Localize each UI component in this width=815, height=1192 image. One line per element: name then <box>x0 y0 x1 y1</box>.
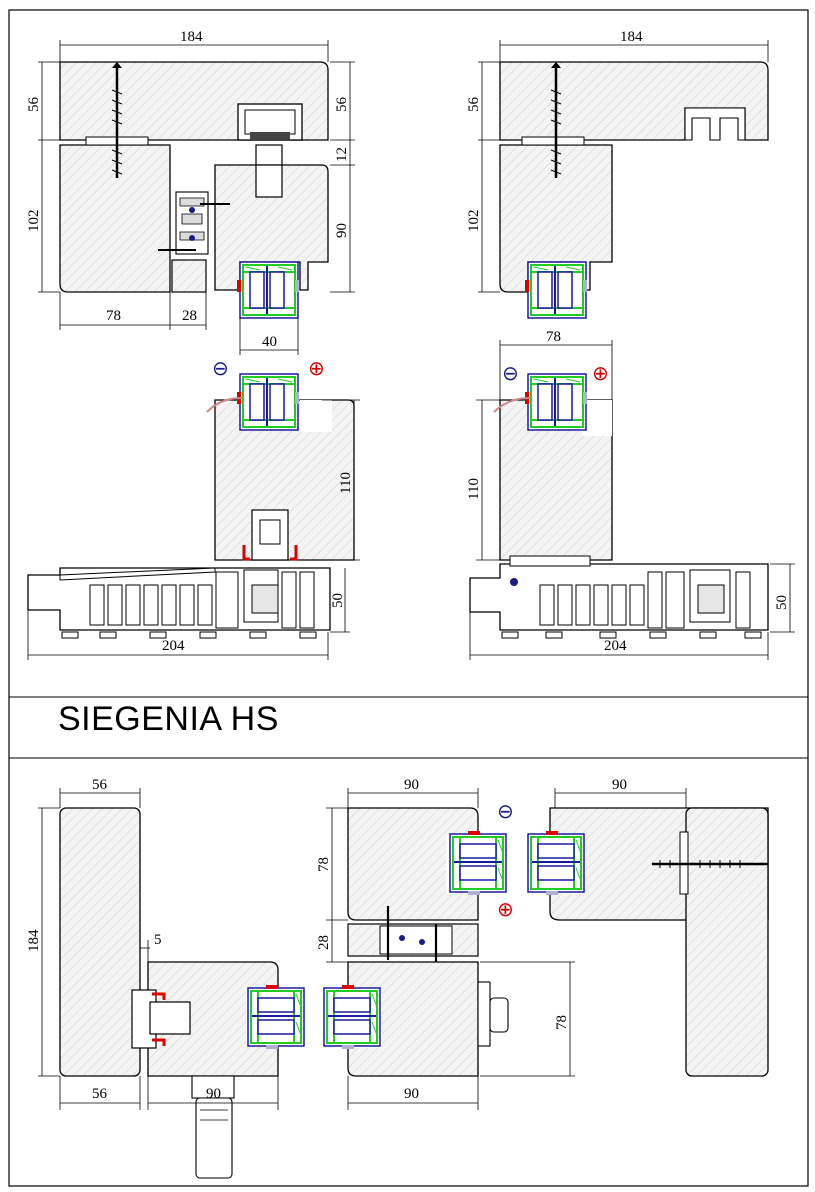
dim-height-56-right: 56 <box>334 97 350 113</box>
dim-height-12: 12 <box>334 147 350 162</box>
plus-symbol-right: ⊕ <box>592 361 609 385</box>
dim-width-5: 5 <box>154 932 162 948</box>
dim-width-184: 184 <box>180 29 203 45</box>
dim-width-78-right: 78 <box>546 329 561 345</box>
minus-symbol-right: ⊖ <box>502 361 519 385</box>
minus-symbol-bottom: ⊖ <box>497 799 514 823</box>
guide-block <box>255 164 283 198</box>
dim-height-50-right: 50 <box>774 595 790 610</box>
minus-symbol: ⊖ <box>212 356 229 380</box>
dim-width-56-bottom: 56 <box>92 1086 108 1102</box>
interlock-hardware-icon <box>379 906 453 982</box>
dim-height-78-upper: 78 <box>316 857 332 872</box>
dim-height-28: 28 <box>316 935 332 950</box>
lock-keeper <box>477 981 491 1047</box>
handle-icon <box>131 989 235 1179</box>
screw-icon <box>85 62 149 178</box>
dim-width-78: 78 <box>106 308 121 324</box>
glass-pane-middle-upper <box>449 830 507 896</box>
wall-block-left <box>59 144 171 293</box>
plus-symbol-bottom: ⊕ <box>497 897 514 921</box>
dim-width-90-top-right: 90 <box>612 777 627 793</box>
threshold-profile-right <box>469 555 769 639</box>
dim-width-90-bottom-mid: 90 <box>404 1086 419 1102</box>
sash-top-right <box>499 144 613 293</box>
glass-pane-top-right <box>524 261 588 319</box>
sash-middle-upper <box>347 807 479 921</box>
plus-symbol: ⊕ <box>308 356 325 380</box>
lock-hardware-icon <box>158 191 230 255</box>
wall-block-small <box>171 259 207 293</box>
dim-height-78-lower: 78 <box>554 1015 570 1030</box>
glass-pane-middle-lower <box>323 984 381 1050</box>
dim-height-50: 50 <box>330 593 346 608</box>
threshold-profile-left <box>27 567 331 639</box>
screw-icon-bottom <box>652 831 768 895</box>
dim-width-90-top-mid: 90 <box>404 777 419 793</box>
glass-pane-sash-left <box>236 373 300 431</box>
section-top-right: 184 56 102 78 ⊖ ⊕ 110 50 204 <box>466 29 795 660</box>
dim-height-110: 110 <box>338 472 354 494</box>
dim-width-90-bottom-left: 90 <box>206 1086 221 1102</box>
dim-height-184: 184 <box>26 929 42 952</box>
dim-width-204-right: 204 <box>604 638 627 654</box>
drawing-title: SIEGENIA HS <box>58 700 279 738</box>
dim-height-56-left: 56 <box>26 97 42 113</box>
dim-height-110-right: 110 <box>466 478 482 500</box>
dim-height-102-right: 102 <box>466 210 482 233</box>
screw-icon-right <box>521 62 585 178</box>
glass-pane-bottom-left <box>247 984 305 1050</box>
dim-width-204: 204 <box>162 638 185 654</box>
dim-width-184-right: 184 <box>620 29 643 45</box>
dim-width-28: 28 <box>182 308 197 324</box>
glass-pane-top-left <box>236 261 300 319</box>
roller-icon <box>242 509 298 561</box>
dim-width-40: 40 <box>262 334 277 350</box>
section-bottom: 56 184 5 56 90 90 90 78 28 78 90 ⊖ ⊕ <box>26 777 769 1179</box>
dim-height-56-right-section: 56 <box>466 97 482 113</box>
jamb-left-block <box>59 807 141 1077</box>
head-jamb-right <box>499 61 769 141</box>
jamb-right-block <box>685 807 769 1077</box>
dim-width-56-top: 56 <box>92 777 108 793</box>
glass-pane-sash-right <box>524 373 588 431</box>
dim-height-102: 102 <box>26 210 42 233</box>
section-top-left: 184 56 56 102 12 90 78 28 40 ⊖ ⊕ 110 50 … <box>26 29 360 660</box>
sheet-border <box>8 9 809 1187</box>
dim-height-90: 90 <box>334 223 350 238</box>
glass-pane-right-upper <box>527 830 585 896</box>
